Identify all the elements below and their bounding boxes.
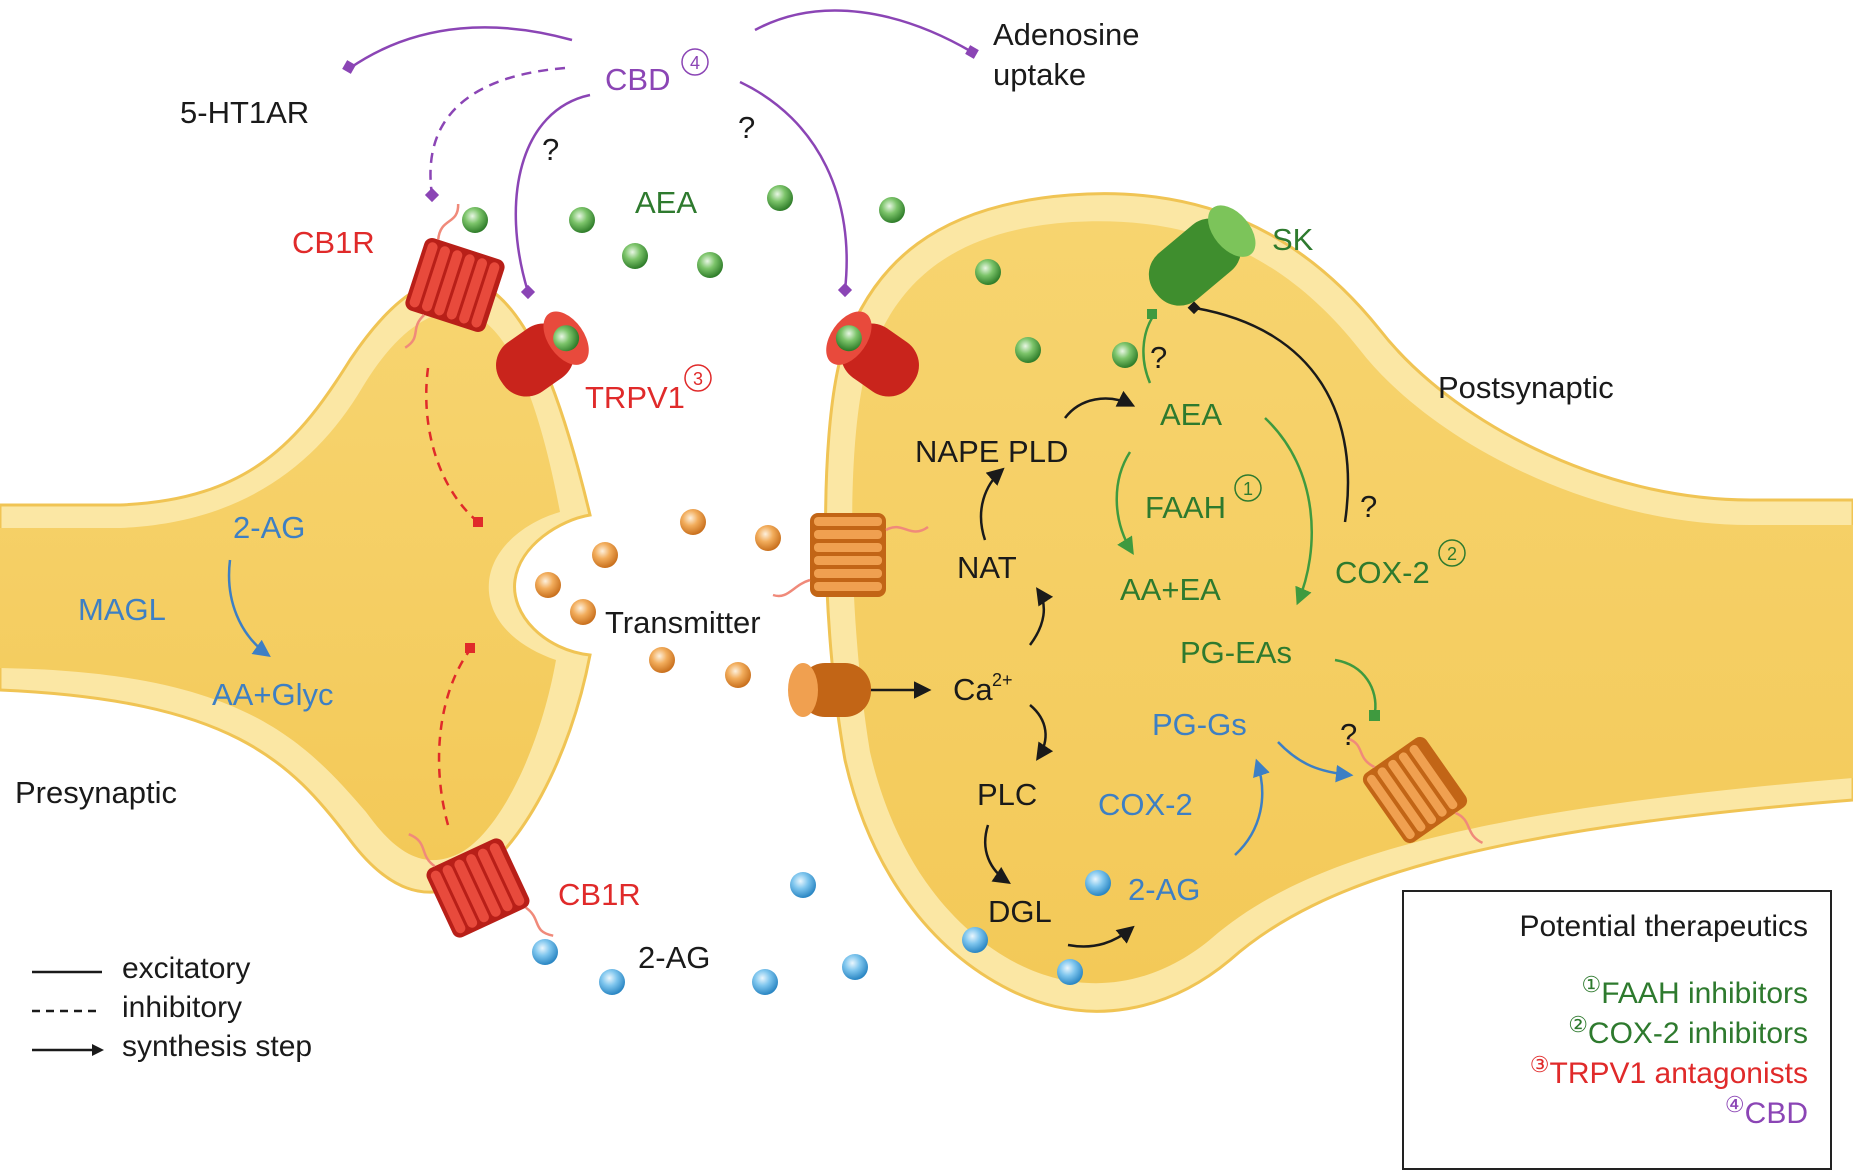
- trpv1-num: 3: [693, 369, 703, 389]
- therapeutic-cbd-label: CBD: [1744, 1097, 1808, 1130]
- aea-post-label: AEA: [1160, 397, 1222, 432]
- cb1r-top-label: CB1R: [292, 225, 375, 260]
- cbd-num: 4: [690, 53, 700, 73]
- cb1r-bottom-label: CB1R: [558, 877, 641, 912]
- solid-line-icon: [32, 970, 102, 974]
- plc-label: PLC: [977, 777, 1037, 812]
- faah-num: 1: [1243, 479, 1253, 499]
- dgl-to-2ag-arrow: [1067, 925, 1135, 948]
- therapeutic-faah-label: FAAH inhibitors: [1601, 977, 1808, 1010]
- therapeutics-legend: Potential therapeutics ①FAAH inhibitors …: [1402, 890, 1832, 1170]
- faah-label: FAAH: [1145, 490, 1226, 525]
- cb1r-inhibit-bottom-dashed: [437, 649, 472, 826]
- nape-pld-label: NAPE PLD: [915, 434, 1068, 469]
- cox2-blue-arrow: [1234, 758, 1270, 856]
- therapeutic-trpv1: ③TRPV1 antagonists: [1530, 1052, 1808, 1091]
- key-inhibitory-label: inhibitory: [122, 991, 243, 1024]
- therapeutic-trpv1-num: ③: [1529, 1052, 1550, 1077]
- cb1r-inhibit-top-dashed: [425, 367, 479, 523]
- aea-synapse-label: AEA: [635, 185, 697, 220]
- cbd-cb1r-dashed-line: [429, 66, 566, 196]
- question-cbd-post: ?: [738, 110, 755, 145]
- plc-to-dgl-arrow: [983, 824, 1011, 884]
- ca-label: Ca: [953, 672, 993, 707]
- pg-receptor: [1348, 736, 1484, 844]
- 2ag-cleft-label: 2-AG: [638, 940, 710, 975]
- question-cox2: ?: [1360, 489, 1377, 524]
- postsynaptic-label: Postsynaptic: [1438, 370, 1614, 405]
- calcium-channel: [788, 663, 871, 717]
- pg-eas-to-receptor-green: [1334, 658, 1377, 713]
- sk-label: SK: [1272, 222, 1314, 257]
- question-cbd-trpv1: ?: [542, 132, 559, 167]
- trpv1-pre-channel: [496, 311, 589, 397]
- therapeutic-cbd: ④CBD: [1725, 1092, 1808, 1131]
- cbd-5ht1ar-line: [349, 26, 573, 70]
- faah-arrow: [1115, 451, 1134, 555]
- question-sk: ?: [1150, 340, 1167, 375]
- cbd-post-trpv1-line: [739, 80, 848, 291]
- trpv1-post-channel: [826, 311, 919, 397]
- cox2-green-arrow: [1264, 417, 1313, 606]
- cb1r-bottom-receptor: [408, 833, 554, 938]
- ca-to-plc-arrow: [1029, 704, 1054, 761]
- question-receptor: ?: [1340, 717, 1357, 752]
- ca-to-nat-arrow: [1028, 587, 1054, 646]
- aa-glyc-label: AA+Glyc: [212, 677, 333, 712]
- transmitter-particles: [535, 509, 781, 688]
- cbd-label: CBD: [605, 62, 670, 97]
- 5ht1ar-label: 5-HT1AR: [180, 95, 309, 130]
- therapeutic-cbd-num: ④: [1724, 1092, 1745, 1117]
- arrow-line-icon: [32, 1044, 104, 1056]
- magl-arrow: [227, 559, 271, 658]
- ca-sup: 2+: [992, 670, 1013, 690]
- key-excitatory-label: excitatory: [122, 952, 251, 985]
- pg-gs-label: PG-Gs: [1152, 707, 1247, 742]
- therapeutic-cox2-label: COX-2 inhibitors: [1587, 1017, 1808, 1050]
- therapeutic-cox2-num: ②: [1568, 1012, 1588, 1037]
- trpv1-label: TRPV1: [585, 380, 685, 415]
- pg-gs-to-receptor-blue: [1277, 741, 1354, 783]
- presynaptic-label: Presynaptic: [15, 775, 177, 810]
- nat-to-nape-arrow: [979, 467, 1005, 541]
- nape-to-aea-arrow: [1064, 390, 1136, 419]
- 2ag-pre-label: 2-AG: [233, 510, 305, 545]
- dgl-label: DGL: [988, 894, 1052, 929]
- aea-to-sk-green: [1142, 317, 1154, 384]
- presynaptic-cytoplasm: [0, 311, 560, 861]
- sk-activation-line: [1194, 306, 1350, 523]
- adenosine-label-1: Adenosine: [993, 17, 1140, 52]
- cox2-blue-label: COX-2: [1098, 787, 1193, 822]
- cbd-adenosine-line: [754, 9, 973, 54]
- aa-ea-label: AA+EA: [1120, 572, 1221, 607]
- therapeutic-trpv1-label: TRPV1 antagonists: [1549, 1057, 1808, 1090]
- transmitter-receptor: [772, 513, 929, 598]
- cb1r-top-receptor: [404, 203, 505, 349]
- therapeutic-cox2: ②COX-2 inhibitors: [1568, 1012, 1808, 1051]
- transmitter-label: Transmitter: [605, 605, 761, 640]
- magl-label: MAGL: [78, 592, 166, 627]
- nat-label: NAT: [957, 550, 1017, 585]
- postsynaptic-cytoplasm: [852, 221, 1853, 984]
- dashed-line-icon: [32, 1009, 102, 1013]
- key-synthesis-label: synthesis step: [122, 1030, 313, 1063]
- 2ag-post-label: 2-AG: [1128, 872, 1200, 907]
- therapeutic-faah-num: ①: [1581, 972, 1602, 997]
- two-ag-particles: [532, 870, 1111, 995]
- cox2-green-num: 2: [1447, 544, 1457, 564]
- sk-channel: [1148, 205, 1256, 306]
- cox2-green-label: COX-2: [1335, 555, 1430, 590]
- therapeutic-faah: ①FAAH inhibitors: [1582, 972, 1808, 1011]
- pg-eas-label: PG-EAs: [1180, 635, 1292, 670]
- cbd-trpv1-line: [514, 93, 591, 293]
- adenosine-label-2: uptake: [993, 57, 1086, 92]
- therapeutics-title: Potential therapeutics: [1519, 910, 1808, 943]
- aea-particles: [462, 185, 1138, 368]
